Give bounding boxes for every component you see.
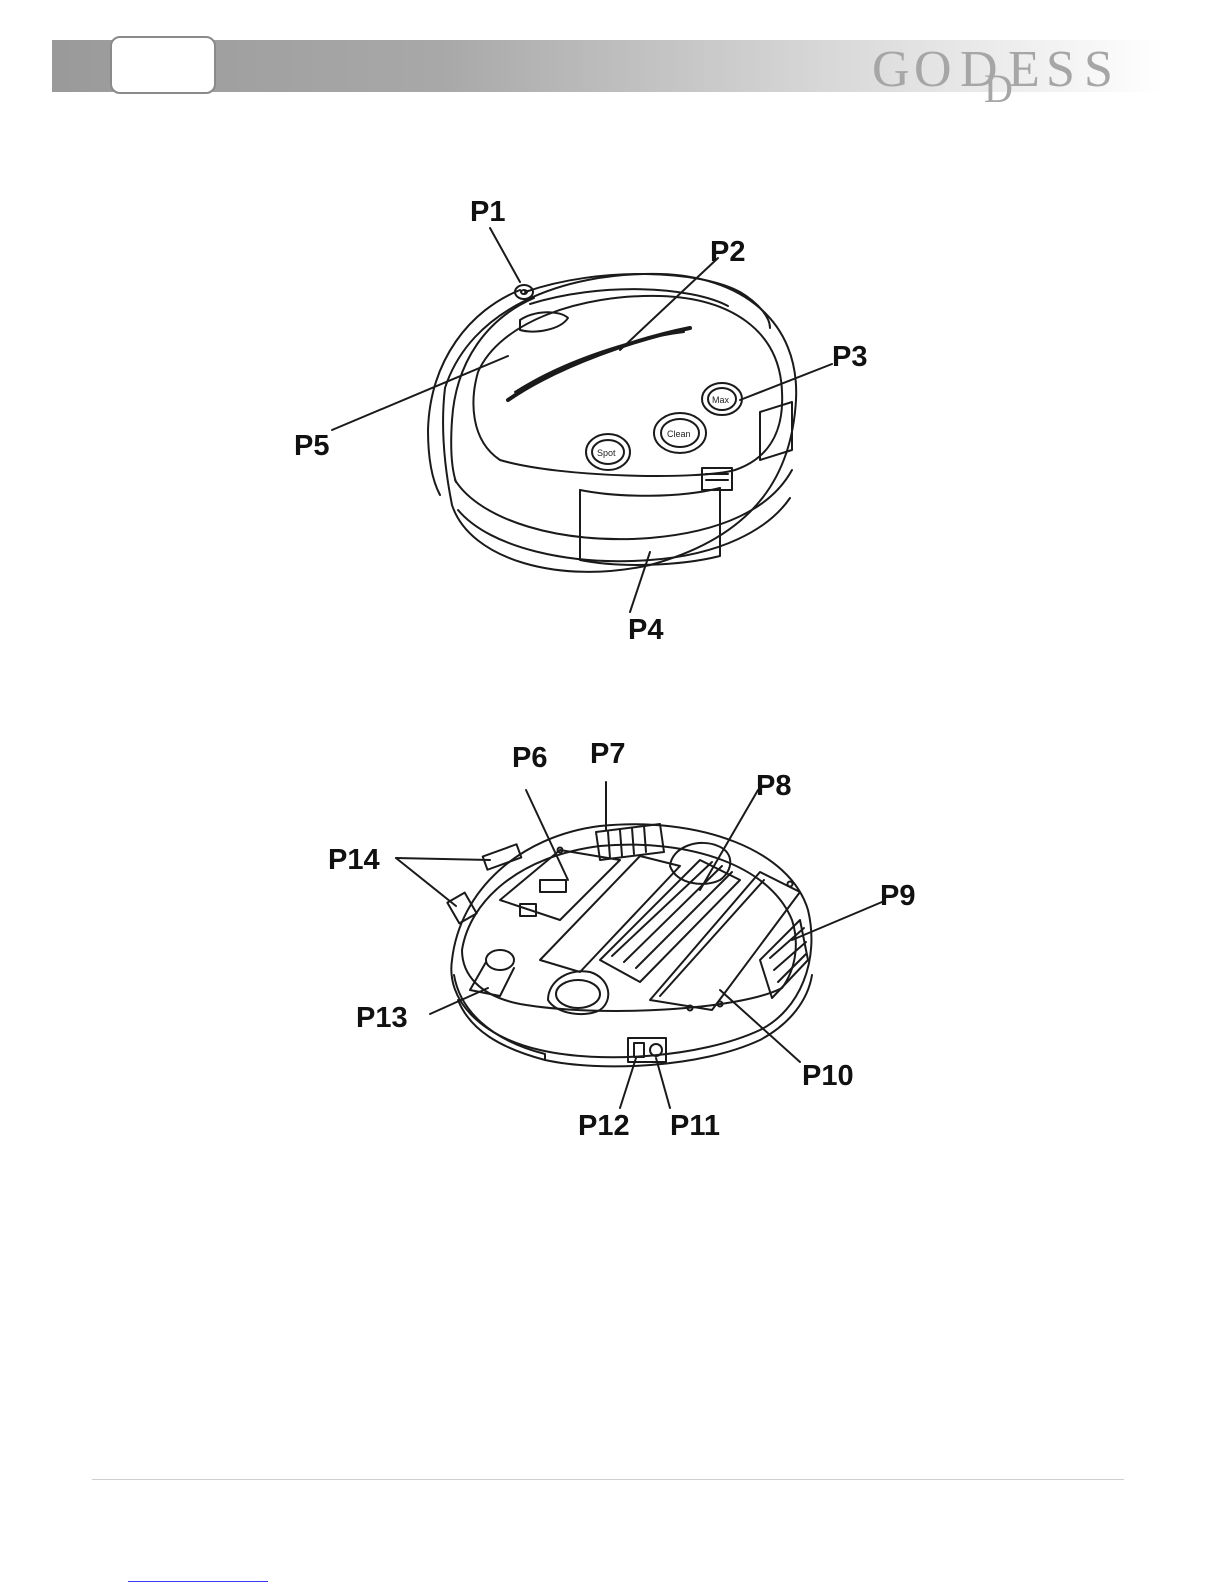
- max-button-label: Max: [712, 395, 730, 405]
- callout-p11: P11: [670, 1112, 720, 1141]
- callout-p2: P2: [710, 238, 745, 267]
- callout-p5: P5: [294, 432, 329, 461]
- callout-p3: P3: [832, 343, 867, 372]
- footer-divider: [92, 1479, 1124, 1480]
- callout-p13: P13: [356, 1004, 408, 1033]
- footer-link-underline: [128, 1581, 268, 1582]
- callout-p9: P9: [880, 882, 915, 911]
- callout-p14: P14: [328, 846, 380, 875]
- callout-p6: P6: [512, 744, 547, 773]
- callout-p4: P4: [628, 616, 663, 645]
- spot-button-label: Spot: [597, 448, 616, 458]
- bottom-view-robot: [447, 824, 812, 1066]
- callout-p8: P8: [756, 772, 791, 801]
- top-view-robot: [428, 274, 796, 572]
- clean-button-label: Clean: [667, 429, 691, 439]
- callout-p1: P1: [470, 198, 505, 227]
- callout-p7: P7: [590, 740, 625, 769]
- callout-p12: P12: [578, 1112, 630, 1141]
- callout-p10: P10: [802, 1062, 854, 1091]
